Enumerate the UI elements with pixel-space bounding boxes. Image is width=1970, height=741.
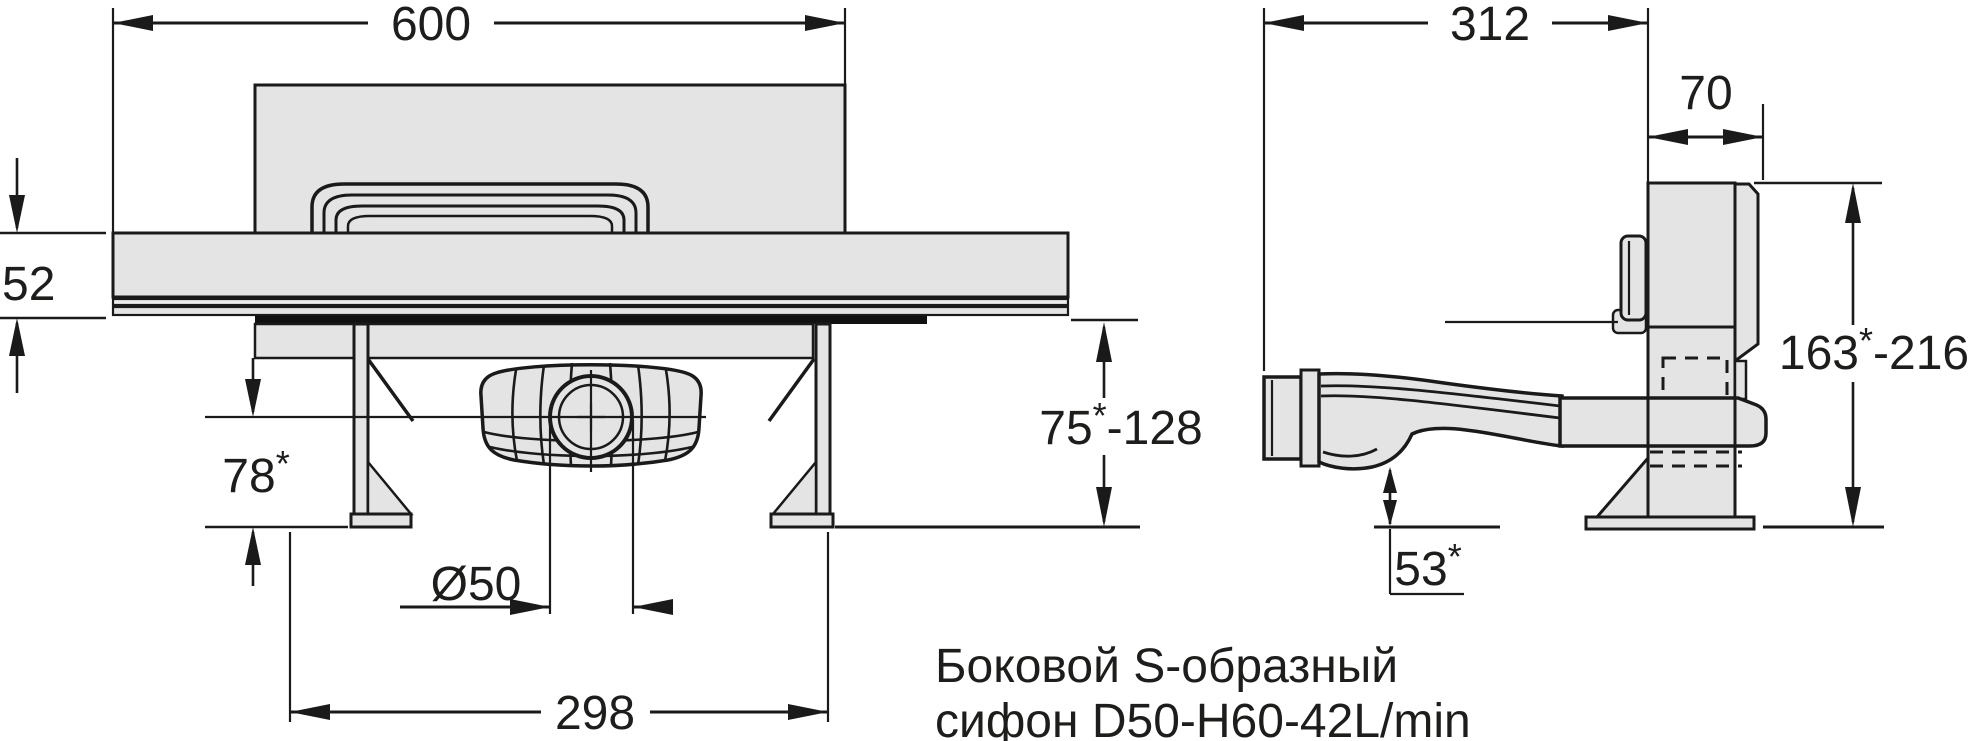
dim-d50: Ø50	[400, 420, 673, 615]
caption-line-2: сифон D50-H60-42L/min	[935, 695, 1471, 741]
caption: Боковой S-образный сифон D50-H60-42L/min	[935, 640, 1471, 741]
dim-163-216-label: 163*-216	[1779, 320, 1969, 380]
dim-78: 78*	[205, 358, 348, 586]
dim-312-label: 312	[1450, 0, 1530, 51]
grate-handle	[310, 182, 650, 233]
side-gusset	[1593, 453, 1650, 519]
dim-312: 312	[1262, 0, 1650, 371]
dim-298-label: 298	[555, 687, 635, 740]
side-foot	[1584, 515, 1756, 531]
dim-d50-label: Ø50	[431, 558, 522, 611]
clip-latch	[1611, 234, 1648, 335]
dim-70: 70	[1648, 67, 1765, 180]
left-brace	[366, 357, 415, 423]
channel-edge-line	[255, 316, 927, 324]
dim-78-label: 78*	[222, 443, 289, 503]
dim-75-128: 75*-128	[835, 318, 1203, 529]
caption-line-1: Боковой S-образный	[935, 640, 1398, 693]
dim-52: 52	[0, 158, 106, 393]
channel-underbody	[253, 322, 815, 360]
dim-53-label: 53*	[1394, 536, 1461, 596]
trap-inlet-socket	[1262, 375, 1303, 461]
right-brace	[767, 357, 816, 423]
wall-body	[1646, 181, 1737, 519]
dim-600-label: 600	[391, 0, 471, 51]
s-trap	[1262, 368, 1564, 471]
dim-298: 298	[288, 532, 830, 740]
trap-inlet-flange	[1299, 368, 1321, 468]
dim-70-label: 70	[1679, 67, 1732, 120]
shower-plate	[111, 231, 1070, 299]
dim-600: 600	[111, 0, 847, 233]
dim-52-label: 52	[2, 258, 55, 311]
plate-layer-1	[111, 297, 1070, 307]
dim-163-216: 163*-216	[1754, 181, 1969, 527]
left-view-front: 600 52 78* Ø50	[0, 0, 1203, 740]
wall-body-back-panel	[1733, 182, 1760, 364]
plate-layer-2	[111, 305, 1070, 317]
dim-53: 53*	[1383, 467, 1464, 596]
wall-body-tab	[1733, 359, 1748, 401]
dim-75-128-label: 75*-128	[1039, 395, 1202, 455]
wall-flange-panel	[253, 83, 847, 239]
right-leg	[769, 322, 835, 529]
left-leg	[349, 322, 414, 529]
right-view-side: 312 70 163*-216 53*	[1262, 0, 1969, 596]
outlet-pipe-side	[1558, 396, 1768, 448]
